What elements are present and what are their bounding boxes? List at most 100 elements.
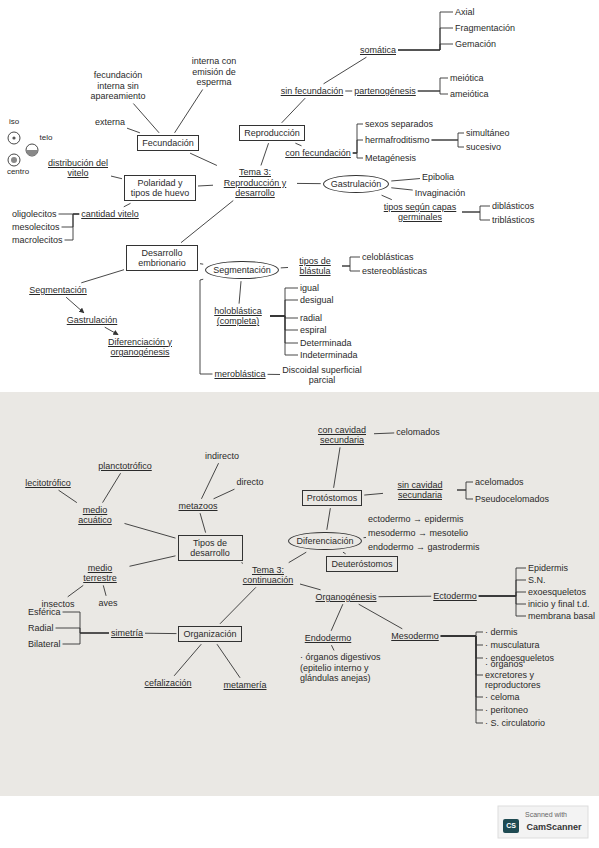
note-label: CS — [506, 822, 516, 830]
concept-text: radial — [300, 313, 322, 323]
underlined-concept: planctotrófico — [98, 461, 152, 471]
underlined-concept: con cavidad secundaria — [312, 425, 372, 446]
node-text: ectodermo → epidermis — [368, 514, 464, 524]
concept-box: Deuteróstomos — [326, 556, 397, 572]
connector-line — [441, 632, 483, 636]
concept-text: Determinada — [300, 338, 352, 348]
node-text: Organogénesis — [315, 592, 376, 602]
underlined-concept: con fecundación — [285, 148, 351, 158]
node-text: Segmentación — [213, 265, 271, 275]
connector-line — [105, 327, 118, 334]
concept-text: diblásticos — [492, 201, 534, 211]
concept-text: · órganos digestivos (epitelio interno y… — [300, 652, 385, 683]
connector-line — [63, 633, 109, 644]
egg-yolk — [11, 157, 17, 163]
connector-line — [462, 206, 490, 212]
concept-box: Desarrollo embrionario — [126, 245, 198, 272]
node-text: cefalización — [144, 678, 191, 688]
underlined-concept: simetría — [111, 628, 143, 638]
concept-text: indirecto — [205, 451, 239, 461]
connector-line — [282, 98, 305, 123]
concept-text: Metagénesis — [365, 153, 416, 163]
connector-line — [270, 316, 298, 343]
connector-line — [331, 645, 334, 650]
concept-text: hermafroditismo — [365, 135, 430, 145]
connector-line — [379, 596, 432, 597]
concept-text: Bilateral — [28, 639, 61, 649]
node-text: Polaridad y tipos de huevo — [129, 178, 191, 199]
connector-line — [289, 552, 307, 562]
connector-line — [268, 374, 280, 375]
concept-text: Invaginación — [415, 188, 466, 198]
concept-text: celoblásticas — [362, 252, 414, 262]
connector-line — [418, 91, 448, 94]
connector-line — [174, 644, 201, 676]
concept-text: Gemación — [455, 39, 496, 49]
node-text: Tema 3: Reproducción y desarrollo — [215, 167, 295, 198]
node-text: Gemación — [455, 39, 496, 49]
connector-line — [457, 490, 473, 499]
concept-text: mesodermo → mesotelio — [368, 528, 468, 538]
concept-text: Epidermis — [528, 563, 568, 573]
connector-line — [130, 556, 176, 566]
note-label: Scanned with — [525, 811, 567, 819]
concept-text: endodermo → gastrodermis — [368, 542, 480, 552]
concept-text: estereoblásticas — [362, 266, 427, 276]
node-text: Pseudocelomados — [475, 494, 549, 504]
connector-line — [398, 12, 453, 50]
node-text: mesolecitos — [12, 222, 60, 232]
note-label: telo — [40, 134, 53, 143]
node-text: externa — [95, 117, 125, 127]
connector-line — [65, 214, 80, 240]
node-text: Diferenciación y organogénesis — [100, 337, 180, 358]
connector-line — [124, 203, 131, 206]
node-text: Fragmentación — [455, 23, 515, 33]
egg-dot — [12, 136, 15, 139]
concept-text: · musculatura — [485, 640, 540, 650]
connector-line — [342, 266, 360, 271]
connector-line — [345, 91, 352, 92]
concept-text: aves — [98, 598, 117, 608]
node-text: Tema 3: continuación — [238, 565, 298, 586]
concept-text: Epibolia — [422, 172, 454, 182]
node-text: sin fecundación — [281, 86, 344, 96]
node-text: inicio y final t.d. — [528, 599, 590, 609]
node-text: · S. circulatorio — [485, 718, 545, 728]
node-text: meiótica — [450, 73, 484, 83]
underlined-concept: Gastrulación — [67, 315, 118, 325]
scanner-logo — [503, 819, 519, 833]
node-text: Desarrollo embrionario — [131, 248, 193, 269]
note-label: CamScanner — [526, 823, 581, 833]
underlined-concept: Endodermo — [305, 633, 352, 643]
underlined-concept: Segmentación — [29, 285, 87, 295]
connector-line — [133, 104, 159, 133]
node-text: Diferenciación — [296, 536, 353, 546]
connector-line — [297, 183, 321, 184]
node-text: Determinada — [300, 338, 352, 348]
node-text: · peritoneo — [485, 705, 528, 715]
concept-text: Axial — [455, 7, 475, 17]
node-text: oligolecitos — [12, 209, 57, 219]
connector-line — [111, 176, 122, 179]
underlined-concept: tipos según capas germinales — [380, 202, 460, 223]
connector-line — [56, 628, 109, 633]
connector-line — [457, 482, 473, 490]
connector-line — [479, 568, 526, 596]
node-text: Gastrulación — [331, 179, 382, 189]
connector-line — [324, 57, 367, 84]
connector-line — [418, 78, 448, 91]
connector-line — [200, 279, 212, 374]
node-text: distribución del vitelo — [47, 158, 109, 179]
node-text: ameiótica — [450, 89, 489, 99]
connector-line — [391, 179, 420, 181]
node-text: acelomados — [475, 477, 524, 487]
node-text: simultáneo — [466, 128, 510, 138]
concept-box: Protóstomos — [302, 490, 363, 506]
node-text: Metagénesis — [365, 153, 416, 163]
connector-line — [331, 604, 343, 631]
node-text: · órganos excretores y reproductores — [485, 659, 565, 690]
node-text: medio terrestre — [73, 563, 128, 584]
node-text: · musculatura — [485, 640, 540, 650]
connector-line — [66, 297, 84, 313]
first-sheet — [0, 0, 599, 392]
